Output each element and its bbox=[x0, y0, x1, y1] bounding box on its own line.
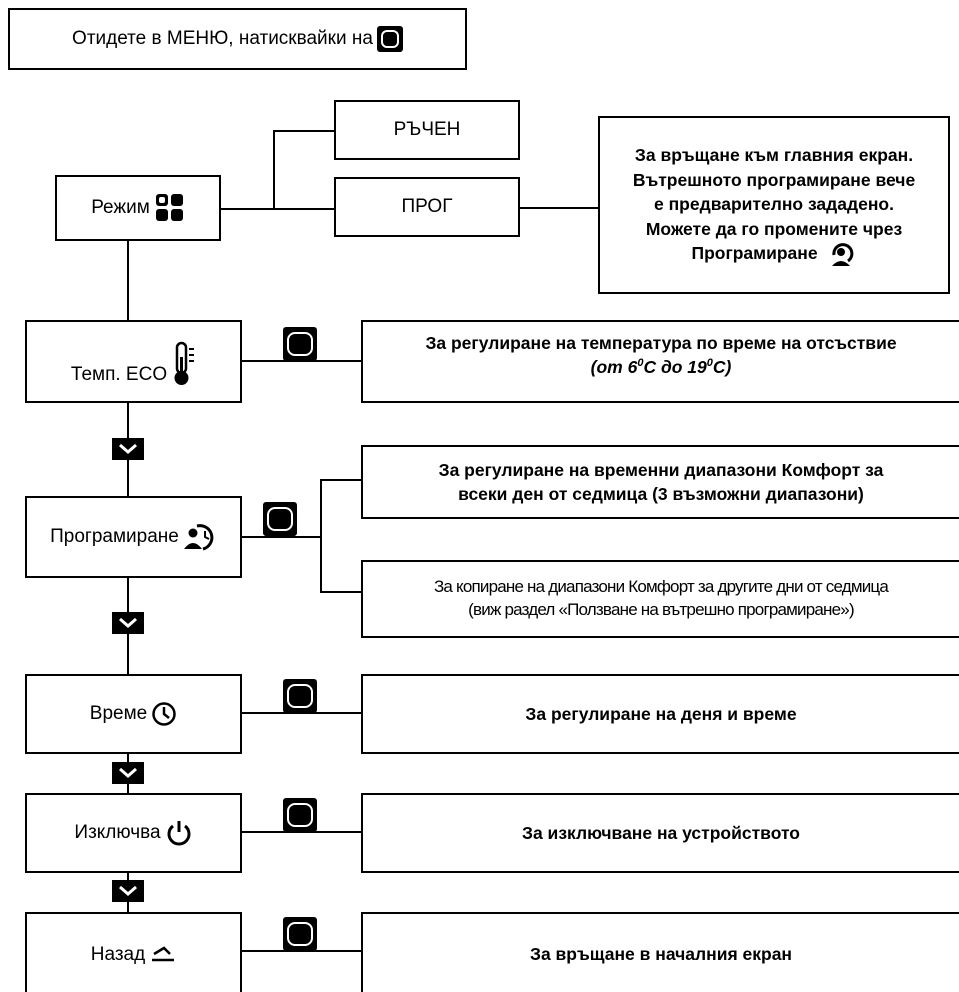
note-line: Можете да го промените чрез bbox=[645, 218, 903, 239]
connector bbox=[320, 479, 322, 592]
back-description: За връщане в началния екран bbox=[361, 912, 959, 992]
ok-button-icon[interactable] bbox=[283, 917, 317, 951]
chevron-down-icon[interactable] bbox=[112, 438, 144, 460]
ok-button-icon[interactable] bbox=[283, 327, 317, 361]
prog-desc2-line: (виж раздел «Ползване на вътрешно програ… bbox=[468, 600, 854, 619]
programming-description-2: За копиране на диапазони Комфорт за друг… bbox=[361, 560, 959, 638]
prog-desc1-line: За регулиране на временни диапазони Комф… bbox=[438, 459, 884, 480]
eco-item[interactable]: Темп. ECO bbox=[25, 320, 242, 403]
off-desc-text: За изключване на устройството bbox=[522, 822, 800, 843]
option-manual-label: РЪЧЕН bbox=[393, 118, 461, 140]
clock-icon bbox=[152, 702, 176, 726]
mode-label: Режим bbox=[91, 196, 150, 218]
off-label: Изключва bbox=[74, 821, 161, 843]
option-prog[interactable]: ПРОГ bbox=[334, 177, 520, 237]
time-description: За регулиране на деня и време bbox=[361, 674, 959, 754]
prog-desc2-line: За копиране на диапазони Комфорт за друг… bbox=[433, 577, 889, 597]
chevron-down-icon[interactable] bbox=[112, 880, 144, 902]
chevron-down-icon[interactable] bbox=[112, 612, 144, 634]
note-line: е предварително зададено. bbox=[654, 194, 894, 215]
degree-sup: 0 bbox=[637, 356, 644, 369]
note-line: Вътрешното програмиране вече bbox=[632, 169, 916, 190]
connector bbox=[518, 207, 600, 209]
ok-button-icon bbox=[376, 26, 403, 52]
connector bbox=[242, 831, 362, 833]
off-item[interactable]: Изключва bbox=[25, 793, 242, 873]
connector bbox=[320, 591, 363, 593]
option-prog-label: ПРОГ bbox=[401, 195, 453, 217]
time-label: Време bbox=[89, 702, 148, 724]
connector bbox=[242, 360, 362, 362]
mode-item[interactable]: Режим bbox=[55, 175, 221, 241]
ok-button-icon[interactable] bbox=[283, 679, 317, 713]
degree-sup: 0 bbox=[706, 356, 713, 369]
connector bbox=[219, 208, 275, 210]
programming-icon bbox=[832, 242, 854, 266]
ok-button-icon[interactable] bbox=[283, 798, 317, 832]
back-desc-text: За връщане в началния екран bbox=[529, 944, 793, 964]
connector bbox=[273, 130, 275, 210]
note-line-last: Програмиране bbox=[692, 241, 857, 266]
eco-desc-line2: (от 60C до 190C) bbox=[591, 356, 732, 380]
note-line: За връщане към главния екран. bbox=[634, 145, 914, 166]
connector bbox=[273, 208, 335, 210]
header-text: Отидете в МЕНЮ, натисквайки на bbox=[72, 27, 373, 49]
eco-label: Темп. ECO bbox=[70, 364, 168, 386]
connector bbox=[320, 479, 363, 481]
connector bbox=[273, 130, 335, 132]
programming-description-1: За регулиране на временни диапазони Комф… bbox=[361, 445, 959, 519]
eco-range-end: C) bbox=[712, 356, 732, 377]
programming-icon bbox=[183, 524, 214, 551]
programming-item[interactable]: Програмиране bbox=[25, 496, 242, 578]
mode-note: За връщане към главния екран. Вътрешното… bbox=[598, 116, 950, 294]
eco-range-from: (от 6 bbox=[590, 356, 638, 377]
back-label: Назад bbox=[90, 944, 146, 965]
thermometer-icon bbox=[174, 341, 195, 385]
prog-desc1-line: всеки ден от седмица (3 възможни диапазо… bbox=[458, 484, 864, 504]
time-desc-text: За регулиране на деня и време bbox=[525, 703, 797, 724]
eco-range-to: C до 19 bbox=[643, 356, 707, 377]
note-line: Програмиране bbox=[691, 243, 818, 264]
chevron-down-icon[interactable] bbox=[112, 762, 144, 784]
back-item[interactable]: Назад bbox=[25, 912, 242, 992]
back-arrow-icon bbox=[152, 946, 175, 962]
power-icon bbox=[167, 821, 191, 846]
connector bbox=[242, 712, 362, 714]
eco-description: За регулиране на температура по време на… bbox=[361, 320, 959, 403]
programming-label: Програмиране bbox=[50, 525, 179, 547]
time-item[interactable]: Време bbox=[25, 674, 242, 754]
eco-desc-line1: За регулиране на температура по време на… bbox=[425, 333, 897, 353]
off-description: За изключване на устройството bbox=[361, 793, 959, 873]
ok-button-icon[interactable] bbox=[263, 502, 297, 536]
connector bbox=[242, 536, 322, 538]
mode-grid-icon bbox=[155, 194, 183, 221]
connector bbox=[242, 950, 362, 952]
option-manual[interactable]: РЪЧЕН bbox=[334, 100, 520, 160]
connector bbox=[127, 239, 129, 321]
header-instruction: Отидете в МЕНЮ, натисквайки на bbox=[8, 8, 467, 70]
